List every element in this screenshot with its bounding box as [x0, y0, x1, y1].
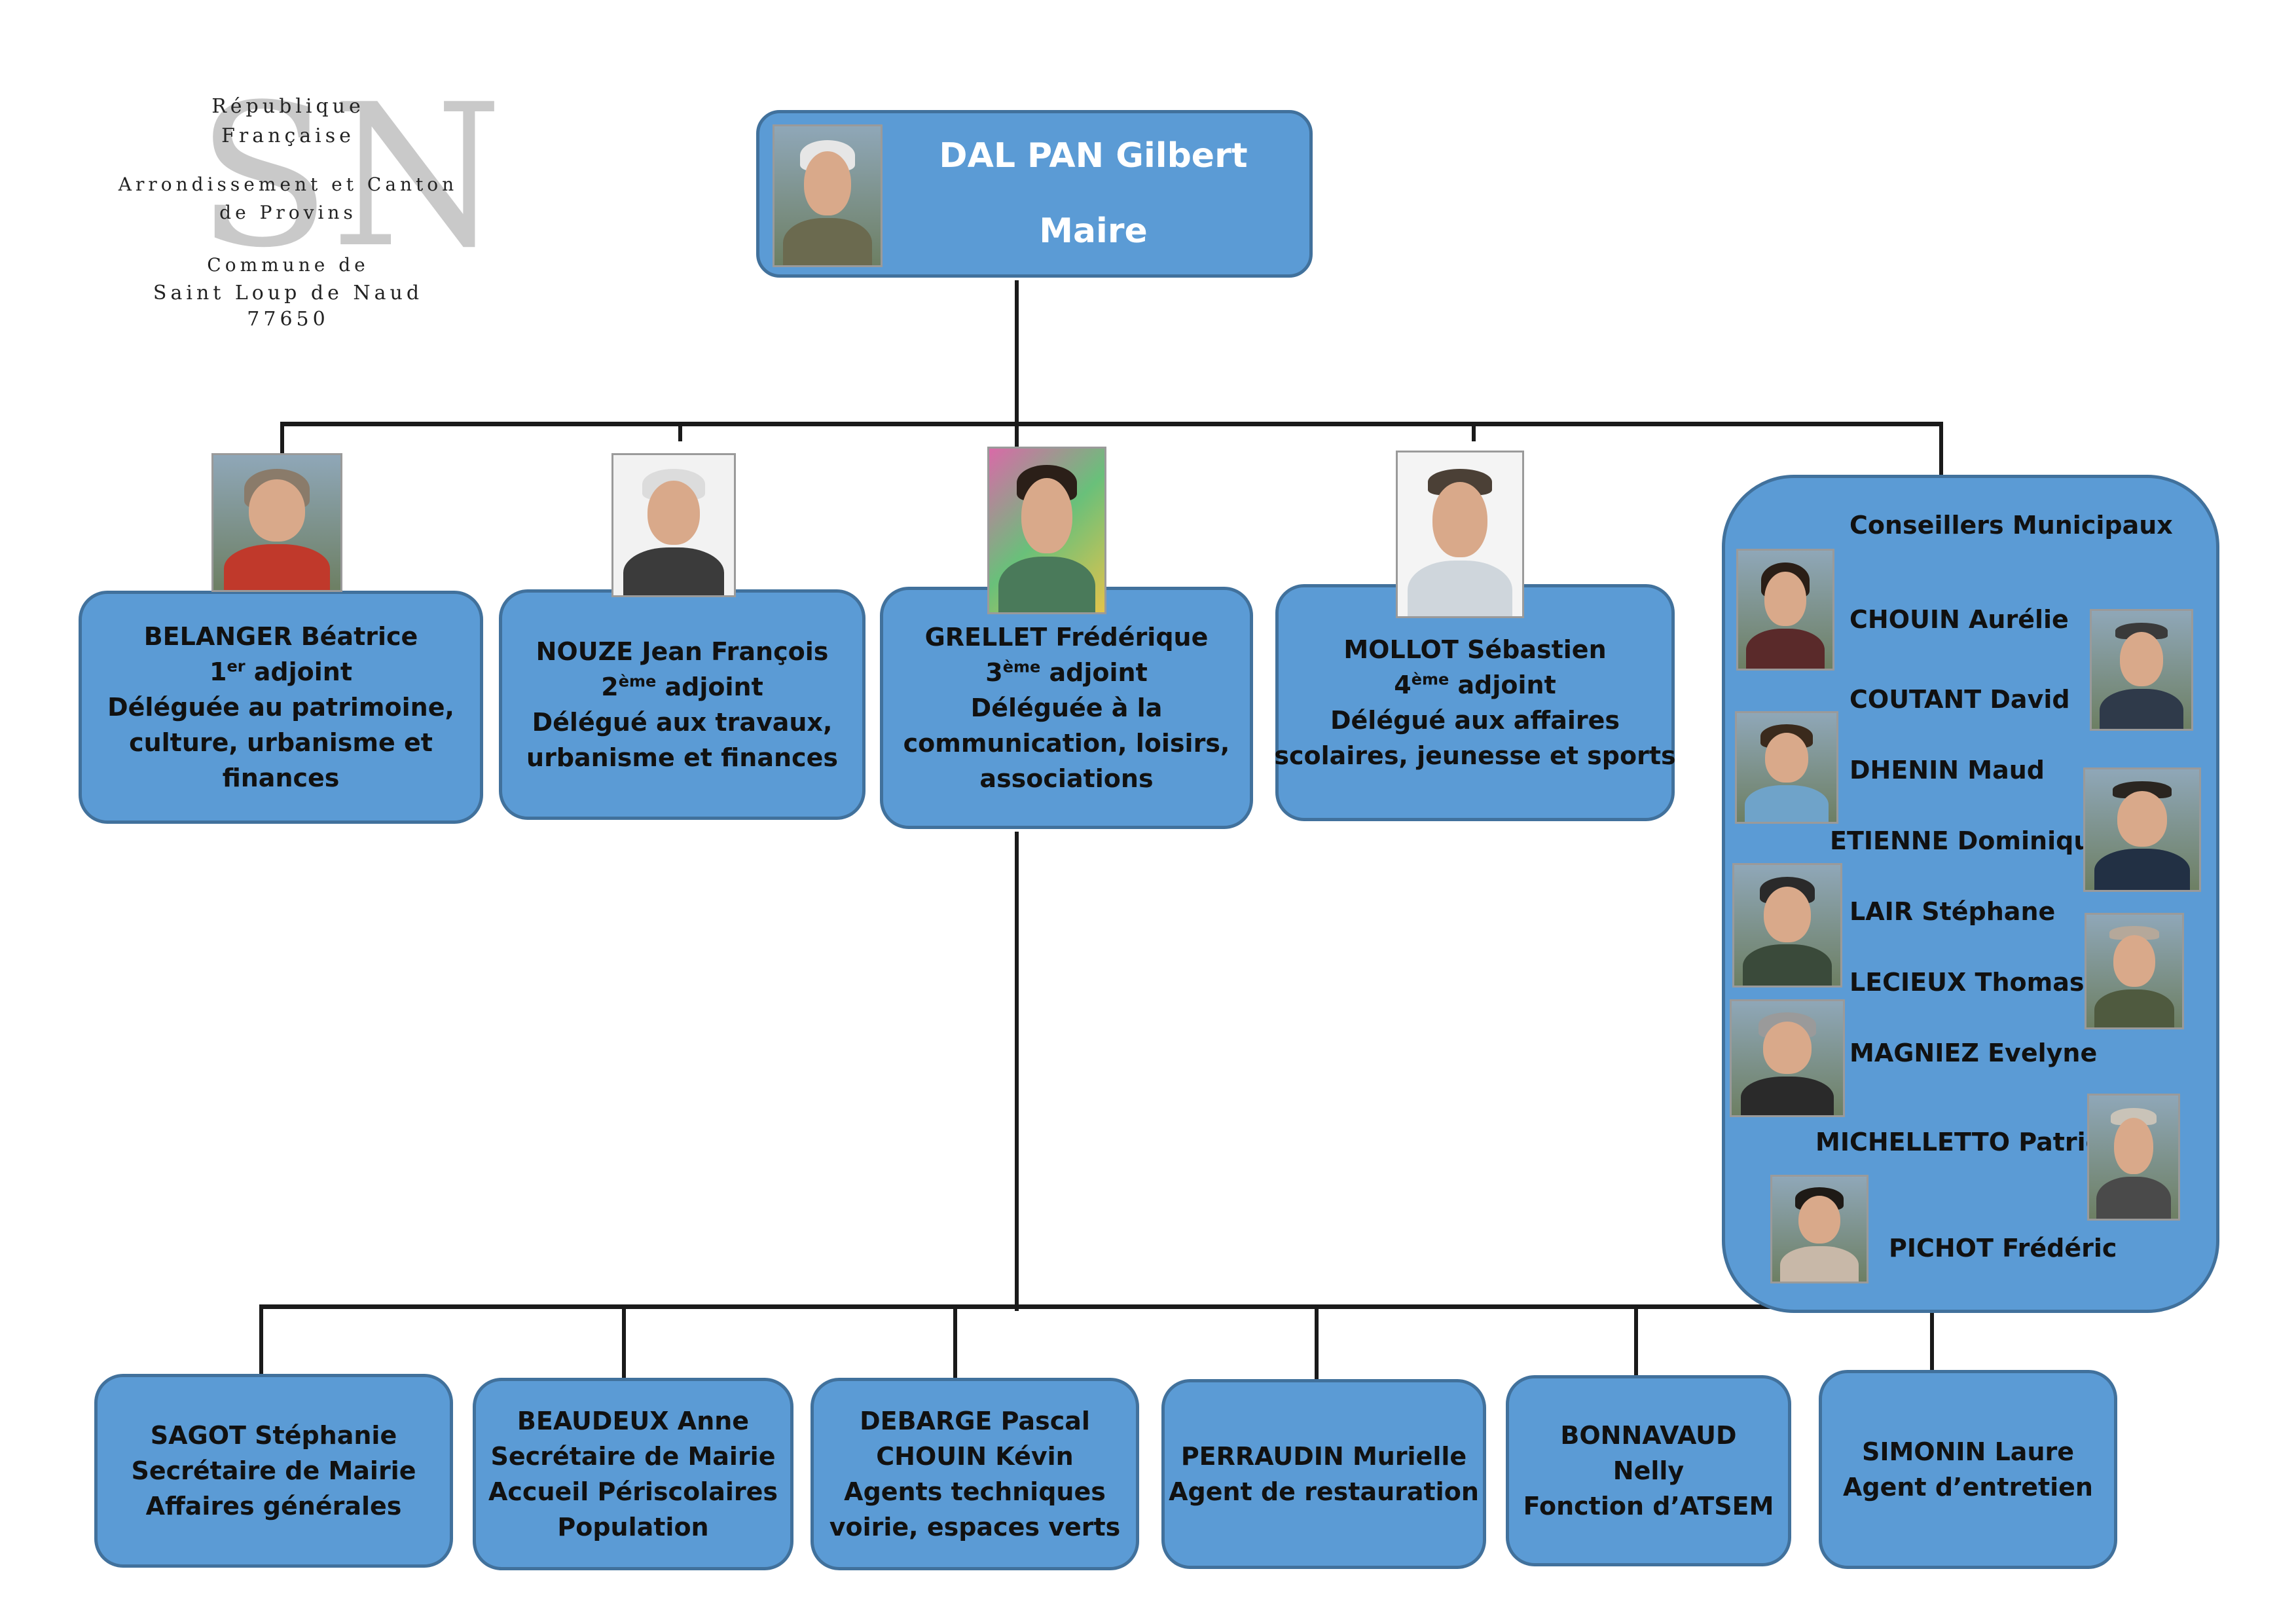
agent-line: Agents techniques — [844, 1477, 1106, 1506]
adjoint-name: MOLLOT Sébastien — [1343, 635, 1607, 664]
connector-grellet-down — [1015, 832, 1019, 1311]
agent-box-3: DEBARGE Pascal CHOUIN Kévin Agents techn… — [811, 1378, 1139, 1570]
connector-drop-3 — [1015, 422, 1019, 448]
conseiller-photo-8 — [2087, 1094, 2180, 1221]
adjoint-delegation: scolaires, jeunesse et sports — [1274, 741, 1676, 770]
adjoint-delegation: Délégué aux travaux, — [532, 708, 833, 737]
logo-line-5: Commune de — [207, 254, 369, 276]
agent-line: voirie, espaces verts — [829, 1513, 1121, 1541]
adjoint-box-3: GRELLET Frédérique 3ème adjoint Déléguée… — [880, 587, 1253, 829]
conseiller-photo-2 — [2090, 609, 2193, 731]
adjoint-name: NOUZE Jean François — [536, 637, 829, 666]
agent-line: Fonction d’ATSEM — [1523, 1492, 1774, 1521]
adjoint-delegation: culture, urbanisme et — [129, 728, 433, 757]
adjoint-delegation: urbanisme et finances — [526, 743, 838, 772]
agent-box-6: SIMONIN Laure Agent d’entretien — [1819, 1370, 2117, 1569]
connector-adjoints-bar — [280, 422, 1943, 426]
adjoint-box-1: BELANGER Béatrice 1er adjoint Déléguée a… — [79, 591, 483, 824]
commune-logo: SN République Française Arrondissement e… — [105, 72, 503, 341]
logo-line-2: Française — [221, 124, 355, 147]
adjoint-delegation: finances — [222, 764, 340, 792]
adjoint-rank: 4ème adjoint — [1394, 670, 1556, 699]
conseiller-photo-5 — [1732, 863, 1842, 987]
agent-line: SAGOT Stéphanie — [150, 1421, 397, 1450]
connector-drop-5 — [1939, 422, 1943, 479]
connector-drop-1 — [280, 422, 284, 453]
connector-agents-bar — [259, 1304, 1935, 1309]
connector-agent-6 — [1930, 1304, 1934, 1397]
conseiller-photo-1 — [1736, 549, 1834, 671]
adjoint-photo-2 — [611, 453, 736, 597]
agent-line: Secrétaire de Mairie — [131, 1456, 416, 1485]
agent-line: CHOUIN Kévin — [876, 1442, 1074, 1471]
conseiller-name: PICHOT Frédéric — [1889, 1234, 2117, 1263]
adjoint-delegation: communication, loisirs, — [903, 729, 1230, 758]
conseiller-photo-9 — [1770, 1175, 1868, 1283]
connector-drop-4 — [1472, 422, 1476, 441]
agent-line: SIMONIN Laure — [1861, 1437, 2075, 1466]
connector-agent-4 — [1315, 1304, 1319, 1407]
agent-line: Population — [557, 1513, 709, 1541]
connector-agent-1 — [259, 1304, 263, 1388]
adjoint-delegation: associations — [979, 764, 1154, 793]
connector-agent-3 — [953, 1304, 957, 1393]
mayor-photo — [773, 124, 883, 267]
conseiller-name: LAIR Stéphane — [1850, 897, 2056, 926]
adjoint-photo-4 — [1396, 451, 1524, 618]
logo-line-3: Arrondissement et Canton — [118, 174, 458, 195]
adjoint-name: BELANGER Béatrice — [143, 622, 418, 651]
adjoint-name: GRELLET Frédérique — [924, 623, 1209, 652]
conseiller-name: COUTANT David — [1850, 685, 2070, 714]
agent-line: Accueil Périscolaires — [488, 1477, 778, 1506]
logo-line-6: Saint Loup de Naud — [153, 282, 424, 304]
agent-line: DEBARGE Pascal — [860, 1407, 1090, 1435]
adjoint-box-4: MOLLOT Sébastien 4ème adjoint Délégué au… — [1274, 584, 1676, 821]
agent-line: Secrétaire de Mairie — [490, 1442, 776, 1471]
conseiller-photo-3 — [1735, 711, 1838, 824]
connector-mayor-down — [1015, 280, 1019, 426]
conseiller-photo-6 — [2085, 913, 2184, 1029]
agent-line: Nelly — [1613, 1456, 1685, 1485]
logo-line-4: de Provins — [219, 202, 357, 223]
adjoint-rank: 3ème adjoint — [985, 657, 1148, 687]
agent-box-2: BEAUDEUX Anne Secrétaire de Mairie Accue… — [473, 1378, 793, 1570]
conseiller-name: MICHELLETTO Patrick — [1815, 1128, 2117, 1156]
agent-line: PERRAUDIN Murielle — [1180, 1442, 1467, 1471]
connector-drop-2 — [678, 422, 682, 441]
logo-line-7: 77650 — [247, 308, 329, 331]
adjoint-delegation: Délégué aux affaires — [1330, 706, 1620, 735]
agent-line: Agent d’entretien — [1843, 1473, 2093, 1502]
adjoint-delegation: Déléguée à la — [970, 693, 1163, 722]
conseiller-name: ETIENNE Dominique — [1830, 826, 2109, 855]
logo-line-1: République — [211, 95, 365, 118]
adjoint-rank: 2ème adjoint — [601, 672, 763, 701]
conseiller-photo-7 — [1730, 999, 1845, 1117]
agent-box-5: BONNAVAUD Nelly Fonction d’ATSEM — [1506, 1375, 1791, 1566]
mayor-name: DAL PAN Gilbert — [939, 136, 1248, 175]
conseiller-name: LECIEUX Thomas — [1850, 968, 2085, 997]
conseiller-photo-4 — [2083, 767, 2201, 892]
agent-line: Affaires générales — [145, 1492, 402, 1521]
agent-line: BONNAVAUD — [1560, 1421, 1737, 1450]
agent-line: BEAUDEUX Anne — [517, 1407, 750, 1435]
conseiller-name: DHENIN Maud — [1850, 756, 2045, 784]
conseiller-name: CHOUIN Aurélie — [1850, 605, 2069, 634]
connector-agent-5 — [1634, 1304, 1638, 1403]
conseiller-name: MAGNIEZ Evelyne — [1850, 1039, 2098, 1067]
connector-agent-2 — [622, 1304, 626, 1392]
agent-line: Agent de restauration — [1169, 1477, 1479, 1506]
adjoint-delegation: Déléguée au patrimoine, — [107, 693, 454, 722]
adjoint-photo-1 — [211, 453, 342, 592]
adjoint-photo-3 — [987, 447, 1106, 614]
logo-monogram: SN — [196, 62, 503, 291]
adjoint-rank: 1er adjoint — [209, 657, 353, 686]
conseillers-title: Conseillers Municipaux — [1850, 511, 2173, 540]
adjoint-box-2: NOUZE Jean François 2ème adjoint Délégué… — [499, 589, 866, 820]
mayor-role: Maire — [1039, 212, 1148, 251]
agent-box-4: PERRAUDIN Murielle Agent de restauration — [1161, 1379, 1486, 1569]
agent-box-1: SAGOT Stéphanie Secrétaire de Mairie Aff… — [94, 1374, 453, 1568]
